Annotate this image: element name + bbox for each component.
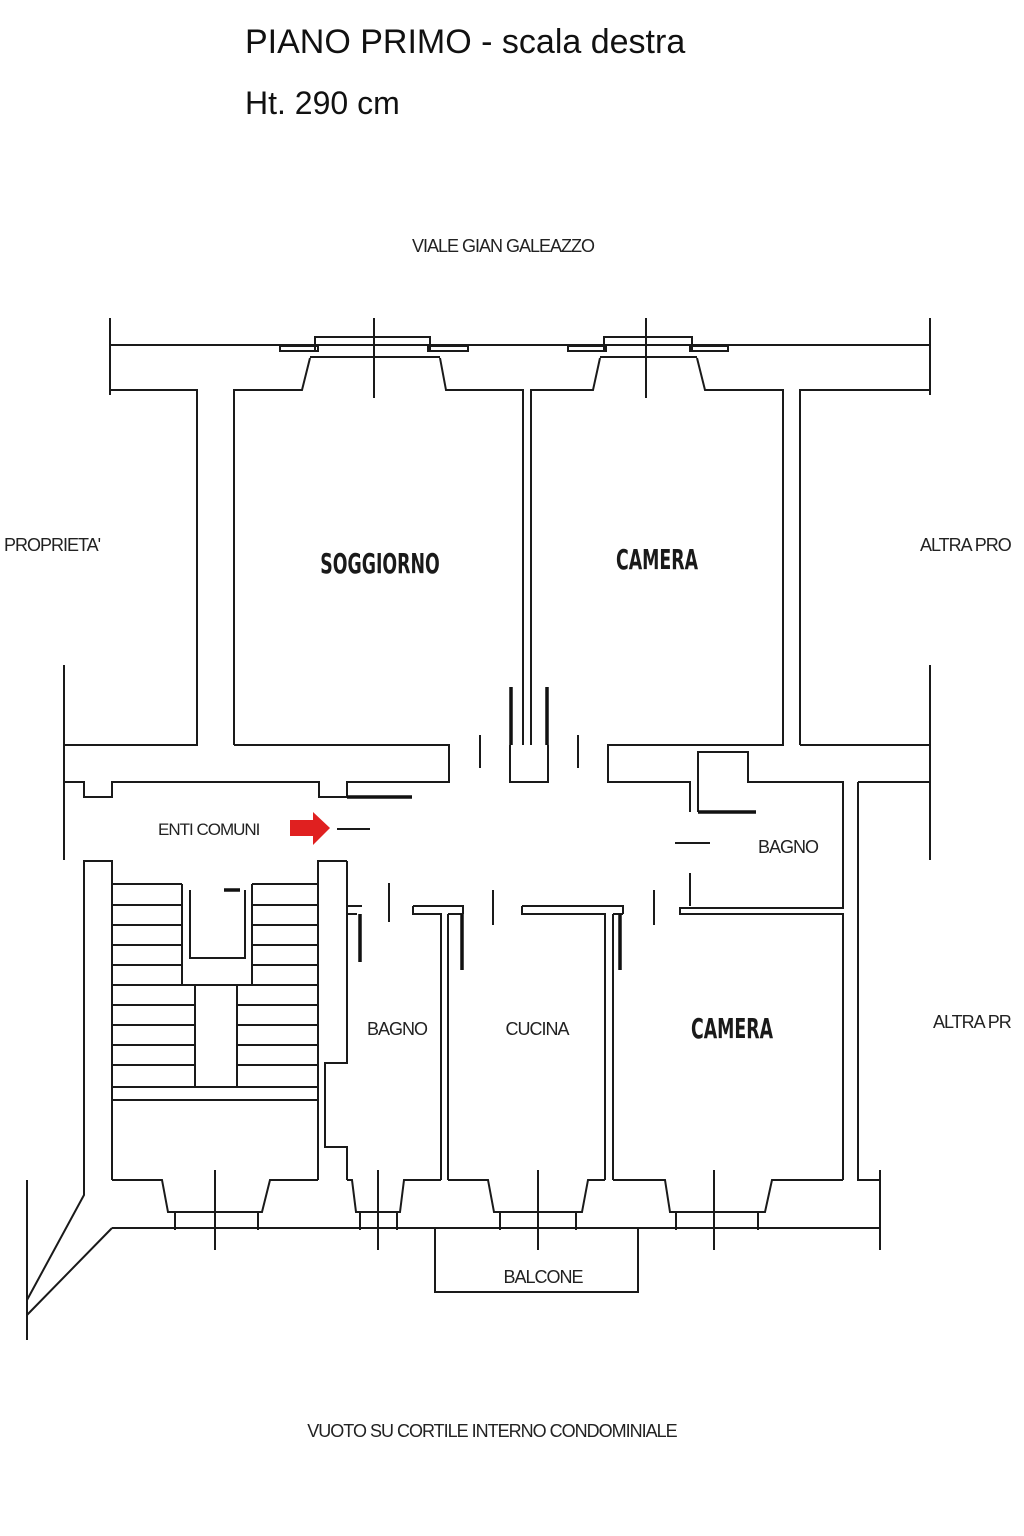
room-bagno-right: BAGNO — [758, 837, 819, 857]
entrance-arrow-icon — [290, 812, 330, 845]
balcony-outline — [434, 1228, 639, 1293]
street-label: VIALE GIAN GALEAZZO — [412, 236, 595, 256]
room-cucina: CUCINA — [505, 1019, 569, 1039]
walls — [26, 318, 931, 1340]
common-areas-label: ENTI COMUNI — [158, 820, 260, 839]
room-balcone: BALCONE — [503, 1267, 583, 1287]
right-property-label-top: ALTRA PRO — [920, 535, 1012, 555]
courtyard-label: VUOTO SU CORTILE INTERNO CONDOMINIALE — [307, 1421, 677, 1441]
plan-title: PIANO PRIMO - scala destra — [245, 23, 685, 61]
right-property-label-bottom: ALTRA PR — [933, 1012, 1012, 1032]
plan-height: Ht. 290 cm — [245, 85, 400, 121]
room-bagno-left: BAGNO — [367, 1019, 428, 1039]
room-soggiorno: SOGGIORNO — [320, 548, 440, 580]
room-camera-top: CAMERA — [616, 544, 698, 576]
room-camera-bottom: CAMERA — [691, 1013, 773, 1045]
left-property-label: PROPRIETA' — [4, 535, 101, 555]
